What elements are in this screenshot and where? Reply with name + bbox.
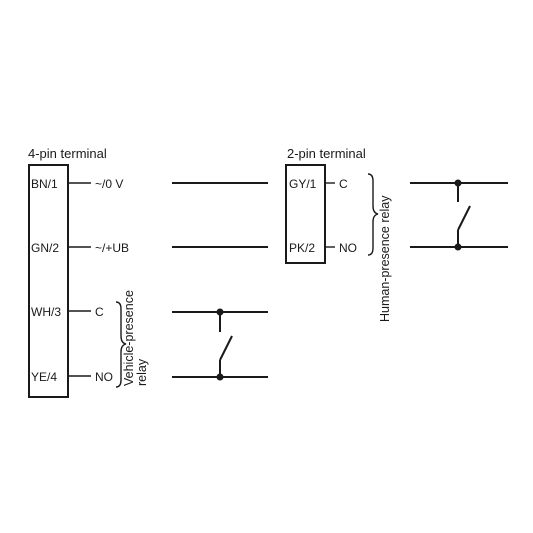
- two-pin-terminal-box: [285, 164, 326, 264]
- vehicle-relay-label-line2: relay: [135, 358, 149, 386]
- human-relay-label-text: Human-presence relay: [378, 195, 392, 322]
- pin-pk2-label: PK/2: [289, 241, 315, 255]
- vehicle-relay-c-node: [216, 308, 224, 316]
- human-relay-switch-blade: [457, 205, 471, 231]
- human-relay-label: Human-presence relay: [378, 195, 392, 322]
- pin-bn1-label: BN/1: [31, 177, 58, 191]
- two-pin-title: 2-pin terminal: [287, 146, 366, 161]
- four-pin-title: 4-pin terminal: [28, 146, 107, 161]
- vehicle-relay-brace: [115, 301, 127, 388]
- four-pin-terminal-box: [28, 164, 69, 398]
- signal-ub-label: ~/+UB: [95, 241, 129, 255]
- human-relay-brace: [367, 173, 379, 256]
- vehicle-relay-label-line1: Vehicle-presence: [122, 290, 136, 386]
- pin-gn2-label: GN/2: [31, 241, 59, 255]
- human-relay-c-node: [454, 179, 462, 187]
- vehicle-relay-label: Vehicle-presence relay: [122, 290, 149, 386]
- signal-gy1-c-label: C: [339, 177, 348, 191]
- pin-ye4-label: YE/4: [31, 370, 57, 384]
- human-relay-no-node: [454, 243, 462, 251]
- signal-0v-label: ~/0 V: [95, 177, 123, 191]
- vehicle-relay-no-node: [216, 373, 224, 381]
- pin-gy1-label: GY/1: [289, 177, 317, 191]
- signal-no-label: NO: [95, 370, 113, 384]
- pin-wh3-label: WH/3: [31, 305, 61, 319]
- signal-pk2-no-label: NO: [339, 241, 357, 255]
- signal-c-label: C: [95, 305, 104, 319]
- vehicle-relay-switch-blade: [219, 335, 233, 361]
